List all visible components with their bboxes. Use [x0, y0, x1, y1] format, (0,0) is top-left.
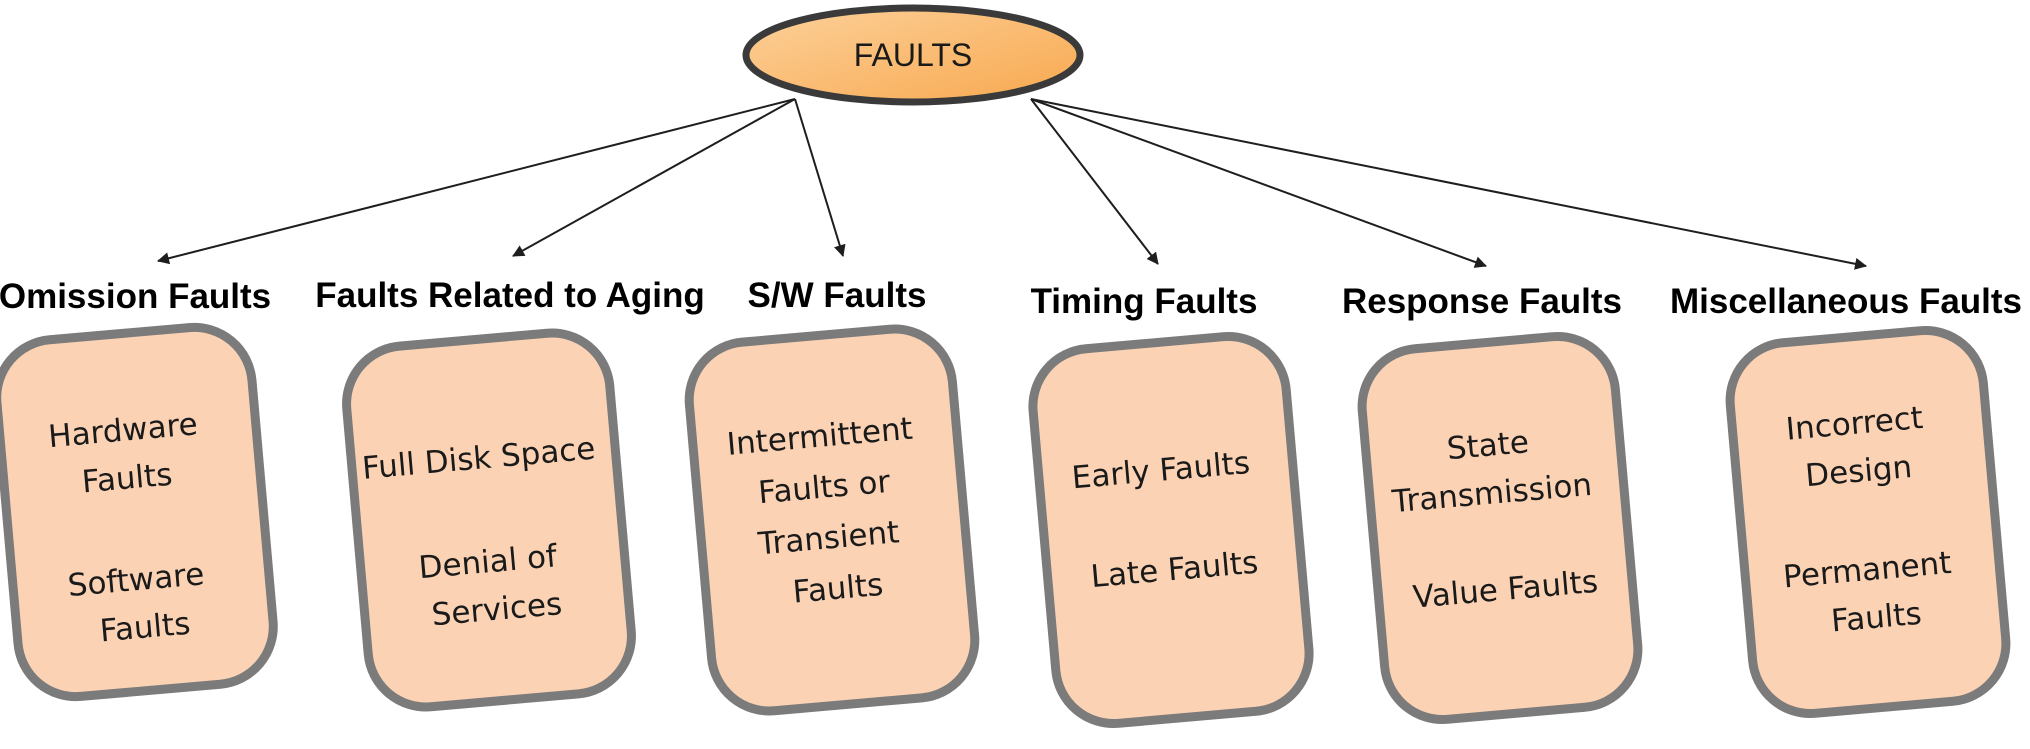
box-shape [1725, 325, 2011, 719]
box-line: Faults [98, 606, 191, 650]
box-line: Faults [80, 457, 173, 501]
connector-arrows [157, 98, 1867, 270]
arrow-to-response-faults [1030, 98, 1487, 268]
category-box-miscellaneous-faults: Incorrect Design Permanent Faults [1725, 325, 2011, 719]
category-title-response-faults: Response Faults [1342, 282, 1622, 321]
category-title-timing-faults: Timing Faults [1031, 282, 1258, 321]
category-titles: Omission Faults Faults Related to Aging … [0, 276, 2022, 321]
box-shape [0, 322, 278, 702]
root-node: FAULTS [742, 4, 1084, 106]
category-boxes: Hardware Faults Software Faults Full Dis… [0, 322, 2011, 729]
root-label: FAULTS [854, 37, 973, 73]
arrow-to-faults-related-to-aging [512, 98, 796, 257]
box-item-text: Hardware Faults Software Faults [47, 405, 226, 652]
box-shape [1357, 331, 1643, 725]
root-ellipse [742, 4, 1084, 106]
category-title-faults-related-to-aging: Faults Related to Aging [315, 276, 705, 315]
box-line: State [1445, 424, 1530, 467]
category-box-response-faults: State Transmission Value Faults [1357, 331, 1643, 725]
arrow-to-timing-faults [1030, 98, 1159, 265]
category-box-timing-faults: Early Faults Late Faults [1028, 331, 1314, 729]
box-shape [1028, 331, 1314, 729]
box-line: Faults [1830, 596, 1923, 640]
box-line: Faults [791, 567, 884, 611]
box-shape [684, 324, 980, 716]
category-title-sw-faults: S/W Faults [748, 276, 927, 315]
category-box-faults-related-to-aging: Full Disk Space Denial of Services [342, 328, 636, 712]
arrow-to-miscellaneous-faults [1030, 98, 1867, 270]
arrow-to-omission-faults [157, 98, 796, 265]
arrow-to-sw-faults [794, 98, 846, 257]
box-shape [342, 328, 636, 712]
category-title-omission-faults: Omission Faults [0, 277, 271, 316]
category-box-omission-faults: Hardware Faults Software Faults [0, 322, 278, 702]
category-title-miscellaneous-faults: Miscellaneous Faults [1670, 282, 2022, 321]
category-box-sw-faults: Intermittent Faults or Transient Faults [684, 324, 980, 716]
